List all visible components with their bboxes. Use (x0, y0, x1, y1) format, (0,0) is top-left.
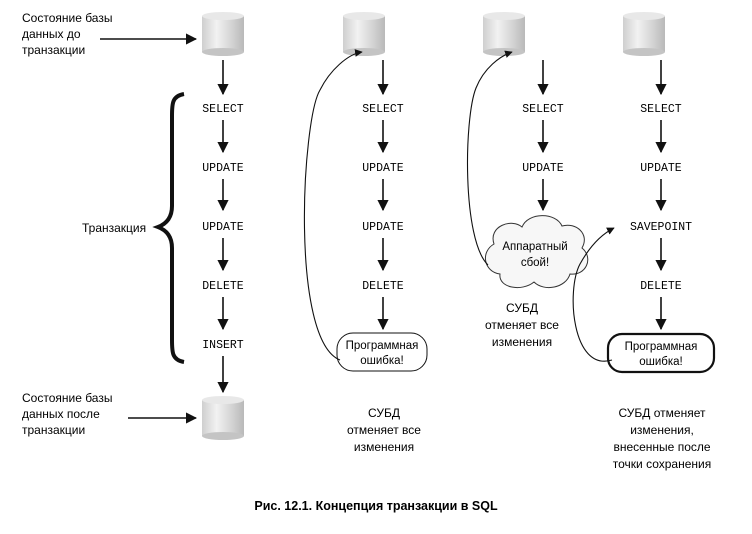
outcome-line-2: отменяет все (347, 423, 421, 437)
db-cylinder-col3-top (483, 12, 525, 56)
outcome-line-1: СУБД отменяет (619, 406, 706, 420)
statement-update: UPDATE (522, 162, 564, 175)
statement-select: SELECT (640, 103, 682, 116)
outcome-line-2: отменяет все (485, 318, 559, 332)
state-after-line-2: данных после (22, 407, 100, 421)
outcome-line-2: изменения, (630, 423, 694, 437)
column-4: SELECT UPDATE SAVEPOINT DELETE Программн… (572, 60, 716, 471)
state-before-line-2: данных до (22, 27, 81, 41)
statement-update: UPDATE (362, 162, 404, 175)
transaction-brace (152, 92, 185, 364)
column-3: SELECT UPDATE Аппаратный сбой! СУБД отме… (466, 50, 589, 349)
rollback-arrow (466, 50, 513, 266)
column-1: SELECT UPDATE UPDATE DELETE INSERT (202, 60, 244, 394)
statement-delete: DELETE (640, 280, 682, 293)
db-cylinder-col2-top (343, 12, 385, 56)
software-error-box (606, 332, 716, 374)
column-2: SELECT UPDATE UPDATE DELETE Программная … (303, 49, 428, 454)
outcome-line-3: внесенные после (613, 440, 710, 454)
db-cylinder-col1-bottom (202, 396, 244, 440)
statement-select: SELECT (362, 103, 404, 116)
statement-delete: DELETE (362, 280, 404, 293)
statement-update: UPDATE (202, 162, 244, 175)
statement-update: UPDATE (640, 162, 682, 175)
rollback-arrow (303, 49, 363, 361)
outcome-line-1: СУБД (368, 406, 400, 420)
state-after-line-1: Состояние базы (22, 391, 112, 405)
statement-delete: DELETE (202, 280, 244, 293)
outcome-line-4: точки сохранения (613, 457, 711, 471)
state-after-line-3: транзакции (22, 423, 85, 437)
state-before-line-1: Состояние базы (22, 11, 112, 25)
db-cylinder-col1-top (202, 12, 244, 56)
rollback-to-savepoint-arrow (572, 227, 615, 362)
statement-select: SELECT (522, 103, 564, 116)
statement-select: SELECT (202, 103, 244, 116)
hardware-failure-line-2: сбой! (521, 257, 549, 269)
software-error-line-2: ошибка! (639, 356, 683, 368)
figure-caption: Рис. 12.1. Концепция транзакции в SQL (254, 499, 498, 513)
state-before-line-3: транзакции (22, 43, 85, 57)
statement-update: UPDATE (362, 221, 404, 234)
state-before-label: Состояние базы данных до транзакции (22, 11, 112, 57)
software-error-box (336, 332, 428, 372)
statement-update: UPDATE (202, 221, 244, 234)
statement-insert: INSERT (202, 339, 244, 352)
statement-savepoint: SAVEPOINT (630, 221, 692, 234)
outcome-line-3: изменения (492, 335, 552, 349)
outcome-line-3: изменения (354, 440, 414, 454)
outcome-line-1: СУБД (506, 301, 538, 315)
state-after-label: Состояние базы данных после транзакции (22, 391, 112, 437)
hardware-failure-cloud (485, 215, 589, 289)
software-error-line-2: ошибка! (360, 355, 404, 367)
hardware-failure-line-1: Аппаратный (502, 241, 567, 253)
software-error-line-1: Программная (346, 340, 419, 352)
software-error-line-1: Программная (625, 341, 698, 353)
transaction-label: Транзакция (82, 221, 146, 235)
db-cylinder-col4-top (623, 12, 665, 56)
